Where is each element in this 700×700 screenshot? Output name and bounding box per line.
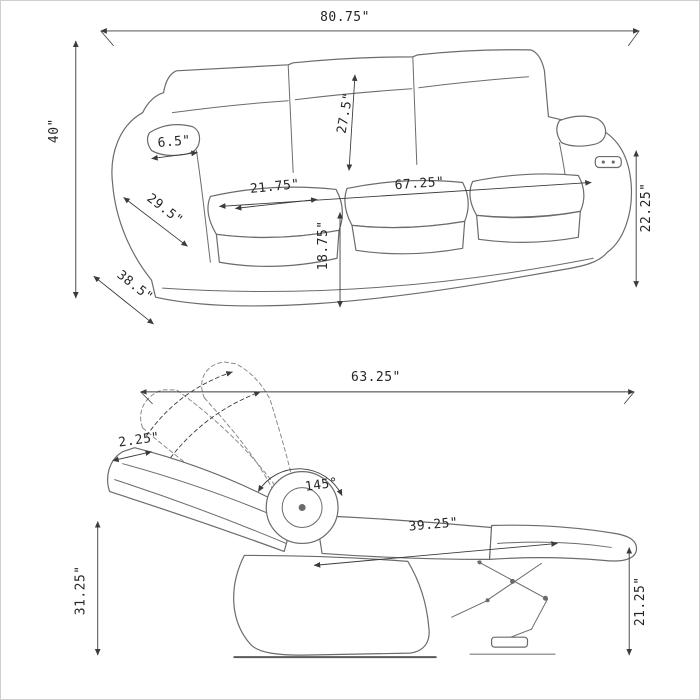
sofa-right-arm-pad bbox=[556, 115, 607, 147]
sofa-headrest-seam bbox=[172, 100, 289, 114]
sofa-seat-cushion bbox=[469, 173, 585, 218]
recline-motion-arc bbox=[170, 391, 261, 459]
dim-label-sofa-arm-top-width: 6.5" bbox=[157, 133, 191, 151]
dim-label-recliner-overall-length: 63.25" bbox=[351, 370, 401, 385]
dim-recliner-footrest-height: 21.25" bbox=[626, 547, 648, 656]
sofa-diagram: 80.75" 40" 6.5" 27.5" 21.75" 67.25" bbox=[47, 10, 654, 325]
dim-sofa-overall-width: 80.75" bbox=[100, 10, 640, 47]
dim-sofa-interior-seat-width: 67.25" bbox=[219, 175, 592, 209]
dim-sofa-overall-height: 40" bbox=[47, 40, 79, 299]
dim-recliner-back-height: 31.25" bbox=[74, 521, 101, 656]
sofa-back-cushion-divider bbox=[412, 56, 418, 166]
recliner-seat bbox=[315, 514, 493, 560]
dim-sofa-seat-height: 18.75" bbox=[316, 212, 343, 308]
recliner-ghost-backrest bbox=[140, 389, 293, 513]
dim-label-sofa-arm-height: 22.25" bbox=[639, 183, 654, 233]
recliner-base bbox=[233, 554, 430, 656]
dim-label-recliner-seat-footrest-length: 39.25" bbox=[408, 515, 459, 534]
dim-label-recliner-wall-clearance: 2.25" bbox=[118, 430, 161, 451]
sofa-left-arm-inner-edge bbox=[195, 150, 211, 263]
dim-label-sofa-overall-height: 40" bbox=[47, 118, 62, 143]
dim-sofa-arm-top-width: 6.5" bbox=[151, 133, 198, 161]
recline-motion-arc bbox=[146, 371, 233, 437]
dim-sofa-back-cushion-height: 27.5" bbox=[335, 74, 358, 171]
sofa-headrest-seam bbox=[418, 76, 529, 89]
sofa-seat-cushion-front bbox=[351, 220, 466, 255]
sofa-back-cushion-divider bbox=[287, 64, 294, 174]
dim-label-recline-angle: 145° bbox=[304, 475, 339, 494]
dim-sofa-overall-depth: 38.5" bbox=[93, 268, 156, 325]
recliner-pivot bbox=[298, 504, 306, 512]
dim-label-sofa-overall-width: 80.75" bbox=[320, 10, 370, 25]
dim-recliner-overall-length: 63.25" bbox=[140, 370, 635, 405]
recliner-diagram: 145° 63.25" 2.25" 39.25" 31.25" 21.25" bbox=[74, 361, 648, 659]
dim-recline-angle: 145° bbox=[257, 468, 343, 496]
sofa-base-skirt-seam bbox=[162, 257, 594, 293]
dim-sofa-arm-height: 22.25" bbox=[633, 150, 654, 288]
dim-label-recliner-footrest-height: 21.25" bbox=[633, 576, 648, 626]
dim-label-sofa-seat-height: 18.75" bbox=[316, 220, 331, 270]
power-button-icon bbox=[594, 155, 622, 169]
dim-recliner-seat-footrest-length: 39.25" bbox=[313, 515, 558, 568]
dim-label-sofa-interior-seat-width: 67.25" bbox=[394, 175, 445, 193]
sofa-left-arm-pad bbox=[146, 124, 201, 157]
recliner-ghost-backrest bbox=[201, 361, 298, 507]
sofa-seat-cushion-front bbox=[476, 210, 581, 243]
recliner-mechanism bbox=[451, 560, 556, 655]
recliner-backrest-seam bbox=[114, 479, 287, 544]
dim-label-recliner-back-height: 31.25" bbox=[74, 565, 89, 615]
dim-recliner-wall-clearance: 2.25" bbox=[112, 430, 161, 463]
dim-label-sofa-back-cushion-height: 27.5" bbox=[335, 91, 357, 134]
